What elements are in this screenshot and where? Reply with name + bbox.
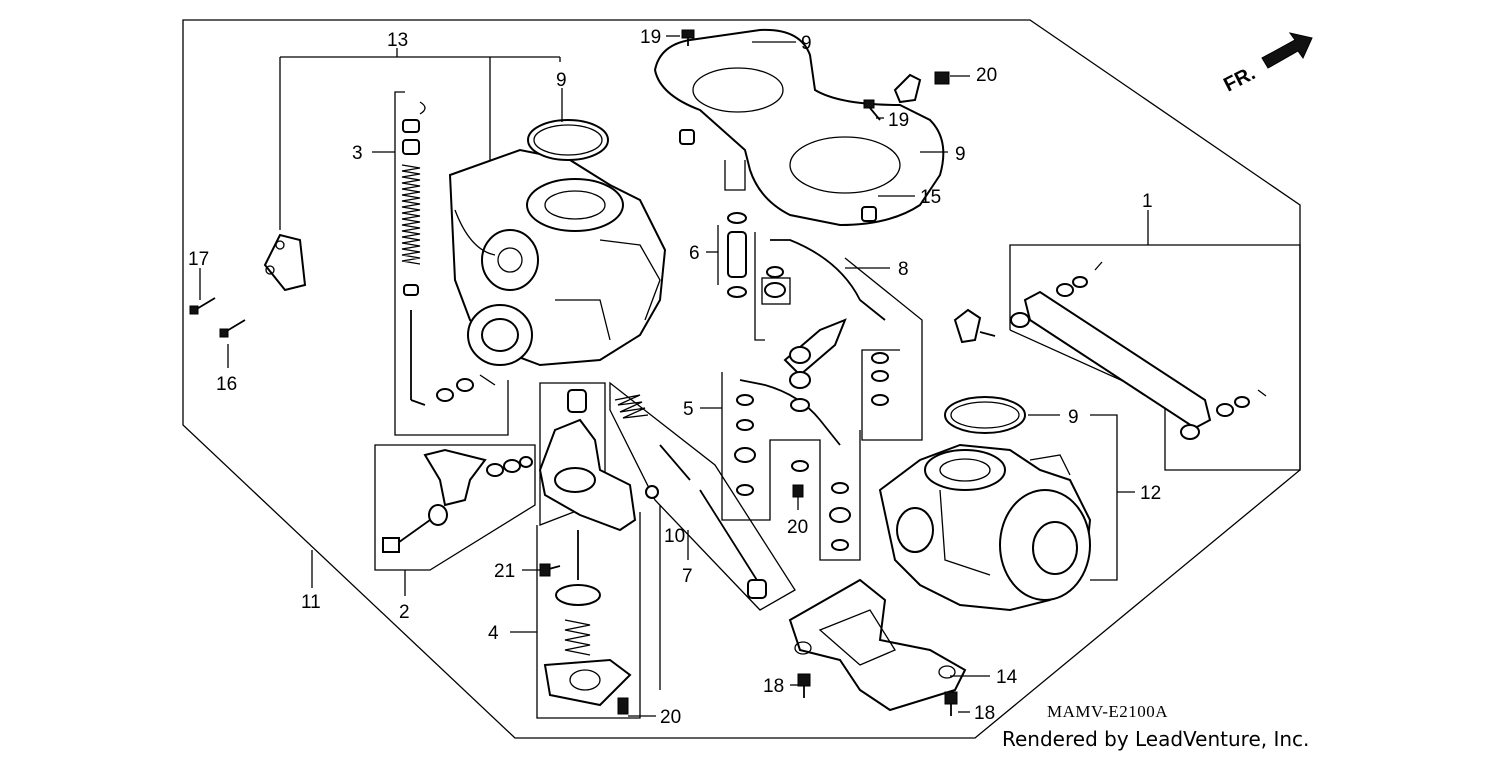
choke-link-kit [394,91,509,436]
front-direction-arrow: FR. [1220,32,1313,96]
assembly-boundary [182,19,1301,739]
throttle-bracket-left [263,233,307,292]
callout-9-right: 9 [955,144,966,165]
callout-20-mid: 20 [787,517,808,538]
screw-16 [219,319,246,338]
pipe-6 [717,212,747,298]
leader-lines [199,35,1149,717]
callout-18-left: 18 [763,676,784,697]
credit-text: Rendered by LeadVenture, Inc. [1002,727,1310,751]
callout-21: 21 [494,561,515,582]
callout-19-right: 19 [888,110,909,131]
callout-9-left: 9 [556,70,567,91]
screw-18-right [944,691,958,716]
callout-14: 14 [996,667,1018,688]
right-carburetor [878,443,1092,612]
callout-20-top: 20 [976,65,997,86]
callout-3: 3 [352,143,363,164]
rod-assembly-7 [609,381,796,611]
callout-7: 7 [682,566,693,587]
direction-label: FR. [1220,62,1259,96]
callout-6: 6 [689,243,700,264]
gasket-ring-left [527,119,609,161]
callout-9-top: 9 [801,33,812,54]
small-bracket-top [681,29,950,121]
callout-1: 1 [1142,191,1153,212]
mounting-bracket-14 [788,578,967,712]
screw-18-left [797,673,811,698]
callout-8: 8 [898,259,909,280]
accelerator-pump-4 [536,382,641,719]
callout-19-top: 19 [640,27,661,48]
screw-21 [539,563,561,577]
gasket-ring-right [944,396,1026,434]
callout-10: 10 [664,526,685,547]
callout-16: 16 [216,374,237,395]
link-group-5 [721,371,861,561]
callout-11: 11 [301,592,321,613]
top-joint-plate [653,28,945,227]
callout-2: 2 [399,602,410,623]
callout-15: 15 [920,187,941,208]
left-carburetor [448,148,667,367]
callout-20-bottom: 20 [660,707,681,728]
diagram-code: MAMV-E2100A [1047,702,1169,721]
callout-18-right: 18 [974,703,995,724]
callout-9-lower: 9 [1068,407,1079,428]
callout-12: 12 [1140,483,1161,504]
callout-17: 17 [188,249,209,270]
link-group-8 [754,232,923,441]
callout-13: 13 [387,30,408,51]
callout-5: 5 [683,399,694,420]
screw-17 [189,297,216,315]
throttle-link-1 [953,244,1301,471]
callout-4: 4 [488,623,499,644]
bracket-assembly-2 [374,444,536,571]
